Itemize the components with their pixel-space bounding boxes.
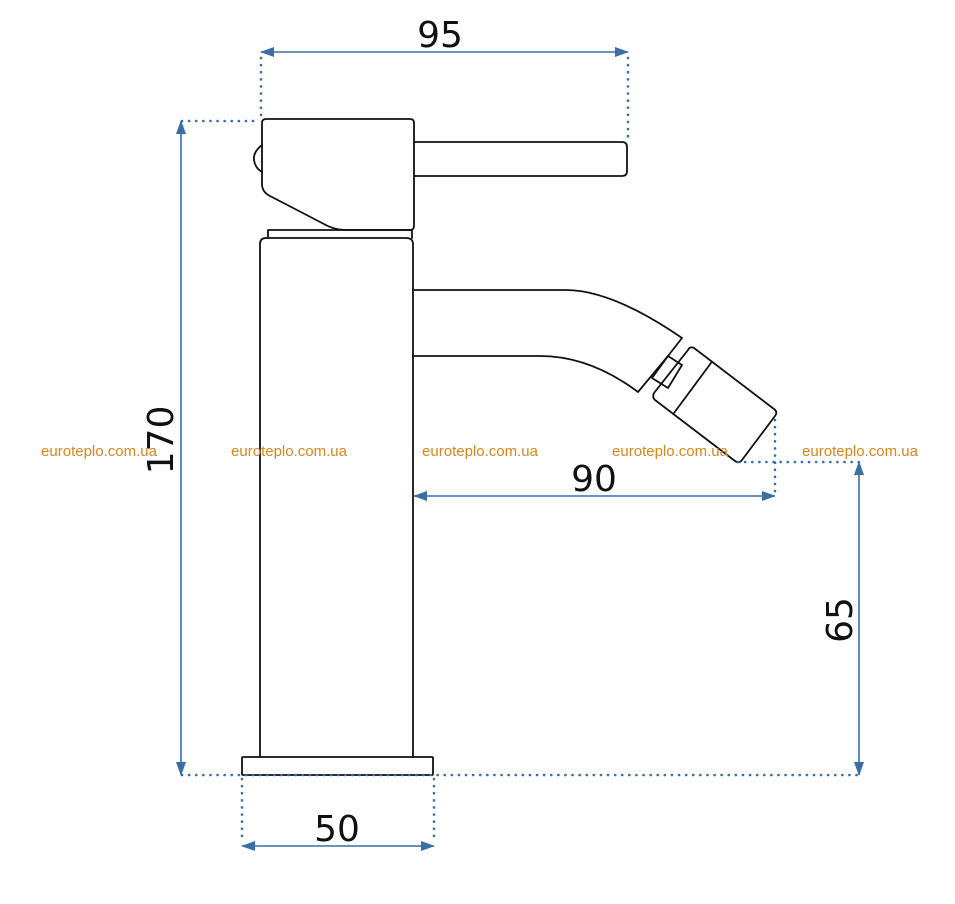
watermark-1: euroteplo.com.ua [41,443,158,460]
faucet-body [259,237,414,758]
bidet-faucet-outline-icon [241,118,778,776]
dim-label-spout-height: 65 [820,597,861,643]
faucet-aerator-divider [673,362,712,414]
watermark-5: euroteplo.com.ua [802,443,919,460]
faucet-spout [412,289,683,393]
watermark-3: euroteplo.com.ua [422,443,539,460]
faucet-handle-ring [267,229,413,239]
watermark-4: euroteplo.com.ua [612,443,729,460]
dim-label-top-width: 95 [417,15,463,56]
faucet-handle-block [261,118,415,231]
dimension-lines [176,47,864,851]
watermark-row: euroteplo.com.ua euroteplo.com.ua eurote… [41,443,919,460]
dim-label-spout-reach: 90 [571,459,617,500]
faucet-base-plate [241,756,434,776]
faucet-spout-connector [651,355,683,389]
faucet-lever [413,141,628,177]
dim-label-base-width: 50 [314,809,360,850]
dim-label-height-total: 170 [141,406,182,475]
faucet-handle-knob [253,144,263,173]
dimension-labels: 95 170 90 65 50 [141,15,861,850]
dimension-extension-lines [180,56,864,844]
watermark-2: euroteplo.com.ua [231,443,348,460]
faucet-aerator [652,346,778,464]
